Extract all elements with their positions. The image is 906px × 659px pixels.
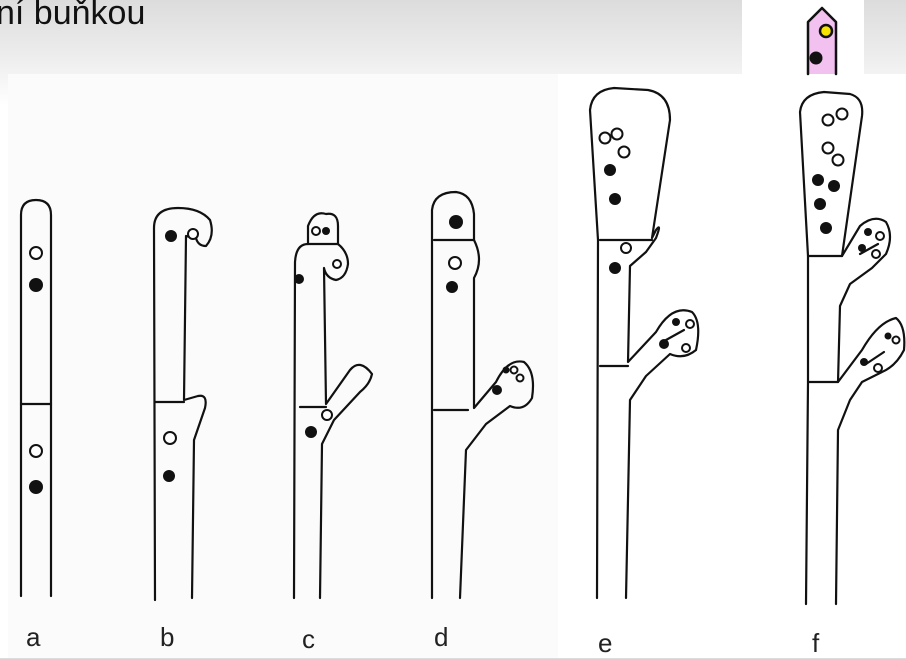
label-d: d: [434, 622, 448, 653]
hypha-b: [154, 208, 212, 600]
label-e: e: [598, 628, 612, 659]
hypha-f: [800, 92, 904, 604]
cell-icon: [808, 8, 836, 74]
hypha-d: [432, 192, 533, 598]
label-c: c: [302, 624, 315, 655]
label-f: f: [812, 628, 819, 659]
hypha-e: [590, 88, 698, 598]
label-b: b: [160, 622, 174, 653]
hypha-c: [294, 213, 372, 598]
label-a: a: [26, 622, 40, 653]
